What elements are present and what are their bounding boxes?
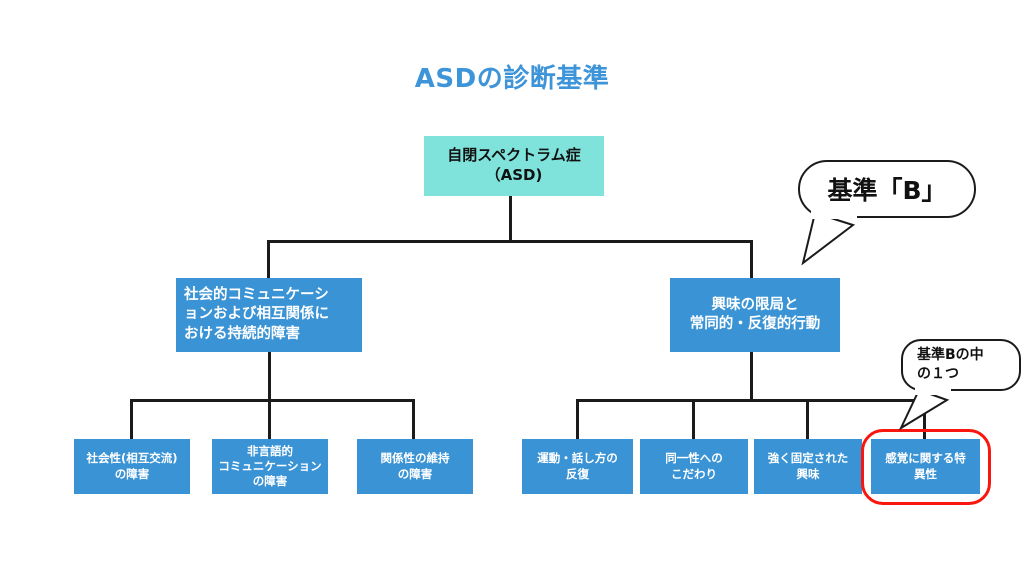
node-b-1[interactable]: 運動・話し方の 反復 <box>522 439 633 494</box>
connector-to-criterion-b <box>750 240 753 278</box>
node-b-3[interactable]: 強く固定された 興味 <box>754 439 862 494</box>
highlight-ring-b-4 <box>861 429 991 505</box>
callout-one-of-b: 基準Bの中 の１つ <box>901 339 1021 391</box>
callout-one-of-b-tail <box>898 386 951 431</box>
connector-to-a-3 <box>412 399 415 439</box>
connector-level2-left-bar <box>130 399 414 402</box>
connector-to-criterion-a <box>267 240 270 278</box>
connector-to-a-1 <box>130 399 133 439</box>
node-b-4[interactable]: 感覚に関する特 異性 <box>871 439 980 494</box>
node-root[interactable]: 自閉スペクトラム症 （ASD) <box>424 136 604 196</box>
connector-criterion-a-stem <box>268 352 271 401</box>
node-a-1[interactable]: 社会性(相互交流) の障害 <box>74 439 190 494</box>
callout-criterion-b-tail <box>801 207 857 266</box>
node-criterion-b[interactable]: 興味の限局と 常同的・反復的行動 <box>670 278 840 352</box>
connector-level2-right-bar <box>576 399 925 402</box>
page-title: ASDの診断基準 <box>414 64 610 94</box>
connector-to-b-4 <box>923 399 926 439</box>
connector-root-stem <box>509 196 512 242</box>
connector-to-b-1 <box>576 399 579 439</box>
node-criterion-a[interactable]: 社会的コミュニケーシ ョンおよび相互関係に おける持続的障害 <box>176 278 362 352</box>
node-b-2[interactable]: 同一性への こだわり <box>640 439 748 494</box>
connector-to-b-2 <box>692 399 695 439</box>
connector-to-b-3 <box>806 399 809 439</box>
node-a-2[interactable]: 非言語的 コミュニケーション の障害 <box>212 439 328 494</box>
connector-criterion-b-stem <box>750 352 753 401</box>
node-a-3[interactable]: 関係性の維持 の障害 <box>357 439 473 494</box>
connector-to-a-2 <box>268 399 271 439</box>
connector-level1-bar <box>267 240 753 243</box>
